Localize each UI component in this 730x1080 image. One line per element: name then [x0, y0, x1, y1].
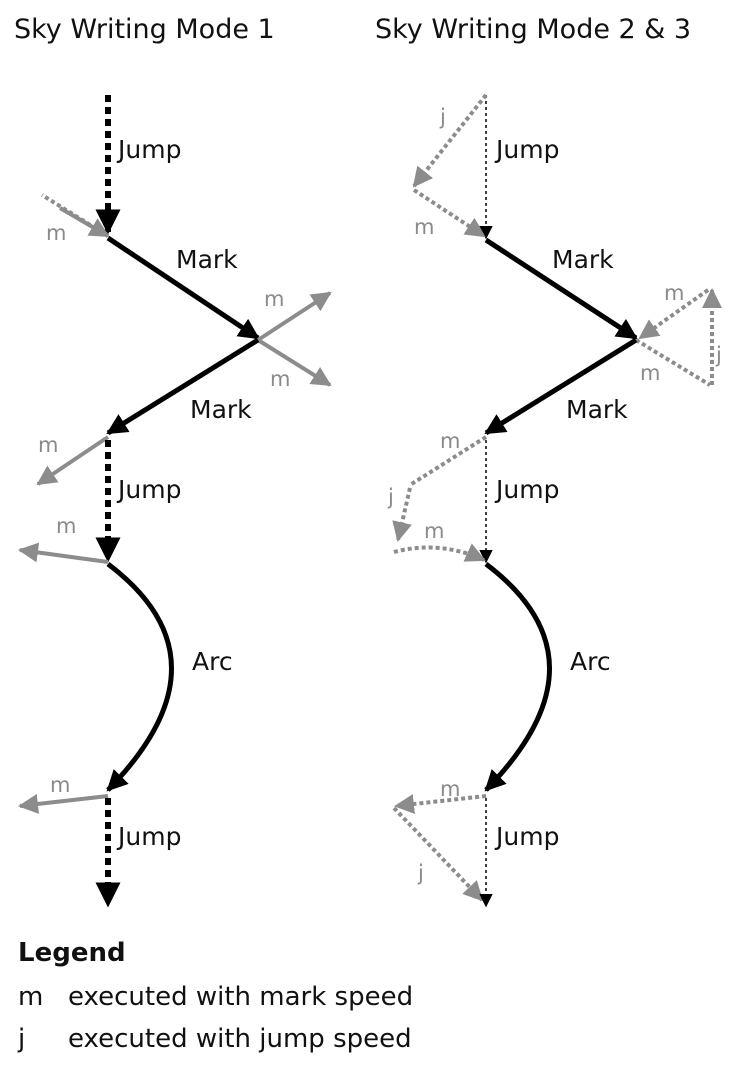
m-label: m	[440, 429, 460, 453]
mark-label: Mark	[552, 245, 614, 274]
arc-label: Arc	[570, 647, 611, 676]
mark-segment	[106, 235, 260, 341]
m-label: m	[50, 773, 70, 797]
m-marker	[394, 794, 487, 814]
j-label: j	[439, 105, 446, 129]
j-label: j	[387, 485, 394, 509]
m-label: m	[270, 367, 290, 391]
m-marker	[58, 206, 110, 238]
m-label: m	[38, 433, 58, 457]
jump-label: Jump	[494, 822, 559, 851]
j-marker	[392, 806, 484, 902]
arc-segment	[484, 562, 552, 792]
mode-2-3-path: Jump j m Mark m j m Mark Jump m j m Arc …	[387, 93, 722, 908]
m-marker	[18, 542, 109, 564]
m-marker	[408, 435, 488, 487]
m-label: m	[640, 361, 660, 385]
jump-label: Jump	[494, 135, 559, 164]
m-marker	[634, 338, 712, 387]
j-label: j	[715, 343, 722, 367]
m-marker	[256, 338, 332, 387]
title-mode-1: Sky Writing Mode 1	[14, 14, 275, 45]
legend-text: executed with mark speed	[68, 982, 414, 1012]
m-label: m	[414, 215, 434, 239]
m-label: m	[424, 519, 444, 543]
arc-label: Arc	[192, 647, 233, 676]
m-label: m	[56, 514, 76, 538]
m-marker	[18, 794, 109, 814]
j-label: j	[417, 861, 424, 885]
mark-segment	[484, 337, 638, 436]
sky-writing-diagram: Jump m Mark m m Mark m Jump m Arc m Jump…	[18, 93, 722, 908]
mode-1-path: Jump m Mark m m Mark m Jump m Arc m Jump	[18, 95, 332, 908]
m-label: m	[264, 287, 284, 311]
jump-label: Jump	[494, 475, 559, 504]
m-marker	[36, 435, 110, 486]
mark-label: Mark	[190, 395, 252, 424]
legend-text: executed with jump speed	[68, 1024, 412, 1054]
legend-item-m: m executed with mark speed	[18, 982, 413, 1012]
arc-segment	[106, 562, 174, 792]
m-marker	[256, 291, 332, 342]
m-marker	[393, 543, 486, 562]
legend-title: Legend	[18, 938, 126, 968]
mark-label: Mark	[176, 245, 238, 274]
j-marker	[392, 487, 412, 542]
mark-segment	[484, 237, 638, 341]
legend-key: j	[18, 1024, 26, 1054]
legend-item-j: j executed with jump speed	[18, 1024, 412, 1054]
mark-label: Mark	[566, 395, 628, 424]
jump-label: Jump	[116, 475, 181, 504]
m-label: m	[664, 281, 684, 305]
title-mode-2-3: Sky Writing Mode 2 & 3	[375, 14, 692, 45]
legend-key: m	[18, 982, 44, 1012]
jump-label: Jump	[116, 822, 181, 851]
m-label: m	[440, 777, 460, 801]
j-marker	[412, 93, 488, 188]
jump-label: Jump	[116, 135, 181, 164]
mark-segment	[106, 337, 260, 436]
m-label: m	[46, 221, 66, 245]
